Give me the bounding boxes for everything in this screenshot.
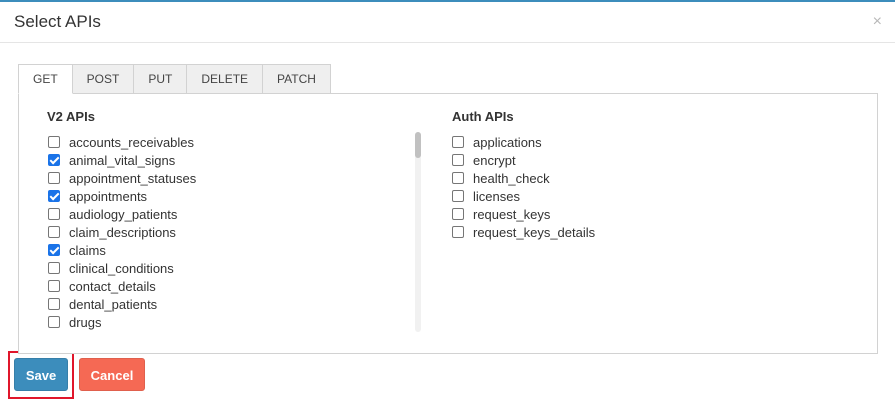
dialog-title: Select APIs — [14, 12, 101, 31]
checkbox[interactable] — [48, 172, 60, 184]
checkbox[interactable] — [48, 136, 60, 148]
checkbox-label[interactable]: clinical_conditions — [69, 260, 174, 276]
checkbox-label[interactable]: encrypt — [473, 152, 516, 168]
dialog-header: Select APIs × — [0, 2, 895, 43]
checkbox-label[interactable]: appointment_statuses — [69, 170, 197, 186]
checkbox-item[interactable]: drugs — [48, 313, 196, 331]
scrollbar-thumb[interactable] — [415, 132, 421, 158]
tab-get[interactable]: GET — [18, 64, 73, 94]
checkbox-label[interactable]: health_check — [473, 170, 550, 186]
tab-delete[interactable]: DELETE — [187, 64, 264, 94]
checkbox[interactable] — [48, 262, 60, 274]
v2-apis-scrollbar[interactable] — [415, 132, 421, 332]
checkbox-item[interactable]: claim_descriptions — [48, 223, 196, 241]
checkbox-label[interactable]: licenses — [473, 188, 520, 204]
checkbox-label[interactable]: request_keys — [473, 206, 551, 222]
checkbox[interactable] — [48, 280, 60, 292]
close-icon[interactable]: × — [872, 13, 882, 30]
auth-apis-title: Auth APIs — [452, 109, 514, 124]
tab-panel: V2 APIs accounts_receivables animal_vital… — [18, 93, 878, 354]
checkbox-label[interactable]: applications — [473, 134, 542, 150]
checkbox-item[interactable]: claims — [48, 241, 196, 259]
checkbox-label[interactable]: appointments — [69, 188, 148, 204]
checkbox-checked[interactable] — [48, 154, 60, 166]
checkbox-label[interactable]: audiology_patients — [69, 206, 178, 222]
v2-apis-title: V2 APIs — [47, 109, 95, 124]
checkbox-label[interactable]: drugs — [69, 314, 102, 330]
checkbox-item[interactable]: encrypt — [452, 151, 595, 169]
checkbox-item[interactable]: accounts_receivables — [48, 133, 196, 151]
checkbox[interactable] — [452, 136, 464, 148]
checkbox-label[interactable]: claim_descriptions — [69, 224, 176, 240]
checkbox-item[interactable]: clinical_conditions — [48, 259, 196, 277]
checkbox[interactable] — [452, 154, 464, 166]
checkbox-item[interactable]: contact_details — [48, 277, 196, 295]
save-button-highlight — [8, 351, 74, 399]
save-button[interactable]: Save — [14, 358, 68, 391]
checkbox-item[interactable]: health_check — [452, 169, 595, 187]
checkbox-label[interactable]: request_keys_details — [473, 224, 596, 240]
tab-put[interactable]: PUT — [134, 64, 188, 94]
checkbox[interactable] — [48, 208, 60, 220]
checkbox-item[interactable]: request_keys_details — [452, 223, 595, 241]
checkbox-item[interactable]: animal_vital_signs — [48, 151, 196, 169]
checkbox-label[interactable]: accounts_receivables — [69, 134, 195, 150]
auth-apis-list: applications encrypt health_check licenses r… — [452, 133, 595, 241]
checkbox[interactable] — [452, 190, 464, 202]
checkbox-item[interactable]: request_keys — [452, 205, 595, 223]
tab-post[interactable]: POST — [72, 64, 135, 94]
cancel-button[interactable]: Cancel — [79, 358, 145, 391]
checkbox-item[interactable]: appointment_statuses — [48, 169, 196, 187]
checkbox-label[interactable]: claims — [69, 242, 106, 258]
checkbox-checked[interactable] — [48, 244, 60, 256]
checkbox-label[interactable]: contact_details — [69, 278, 156, 294]
checkbox[interactable] — [48, 316, 60, 328]
checkbox[interactable] — [452, 226, 464, 238]
tab-patch[interactable]: PATCH — [263, 64, 331, 94]
checkbox[interactable] — [48, 226, 60, 238]
checkbox[interactable] — [48, 298, 60, 310]
checkbox[interactable] — [452, 208, 464, 220]
checkbox-label[interactable]: dental_patients — [69, 296, 158, 312]
checkbox-label[interactable]: animal_vital_signs — [69, 152, 176, 168]
checkbox-item[interactable]: applications — [452, 133, 595, 151]
checkbox-item[interactable]: dental_patients — [48, 295, 196, 313]
checkbox-checked[interactable] — [48, 190, 60, 202]
method-tabs: GET POST PUT DELETE PATCH — [18, 64, 331, 94]
checkbox-item[interactable]: licenses — [452, 187, 595, 205]
checkbox-item[interactable]: appointments — [48, 187, 196, 205]
checkbox[interactable] — [452, 172, 464, 184]
checkbox-item[interactable]: audiology_patients — [48, 205, 196, 223]
